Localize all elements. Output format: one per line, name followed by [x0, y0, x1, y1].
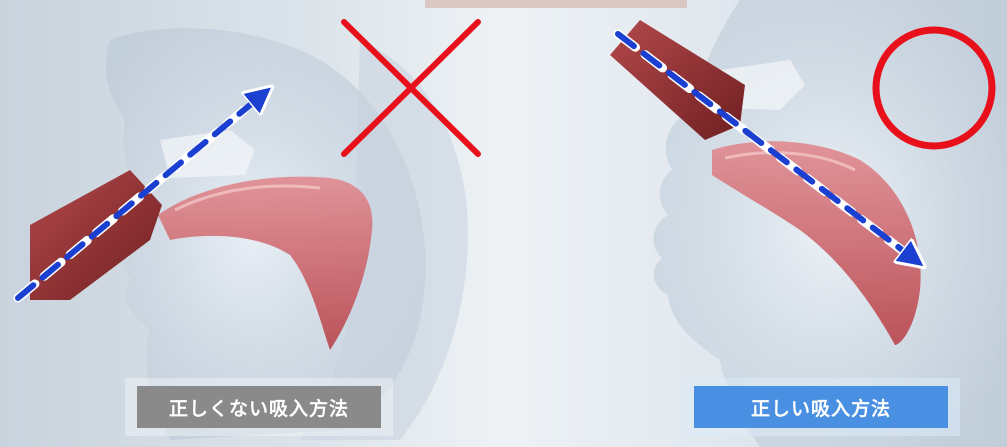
neck-shadow-incorrect	[300, 40, 469, 440]
circle-mark	[872, 26, 996, 150]
head-correct	[610, 0, 1007, 447]
top-tab	[425, 0, 687, 8]
cross-mark	[341, 19, 481, 157]
incorrect-method-label: 正しくない吸入方法	[125, 378, 393, 436]
correct-method-text: 正しい吸入方法	[694, 386, 948, 428]
airflow-arrow-incorrect	[15, 95, 262, 301]
correct-method-label: 正しい吸入方法	[682, 378, 960, 436]
tongue-correct	[712, 141, 921, 345]
upper-teeth-incorrect	[160, 130, 255, 178]
incorrect-method-text: 正しくない吸入方法	[137, 386, 381, 428]
teeth-row-correct	[724, 151, 856, 172]
airflow-arrow-correct	[615, 31, 914, 259]
head-incorrect	[13, 19, 481, 440]
teeth-row-incorrect	[174, 184, 321, 212]
tongue-incorrect	[158, 176, 373, 350]
